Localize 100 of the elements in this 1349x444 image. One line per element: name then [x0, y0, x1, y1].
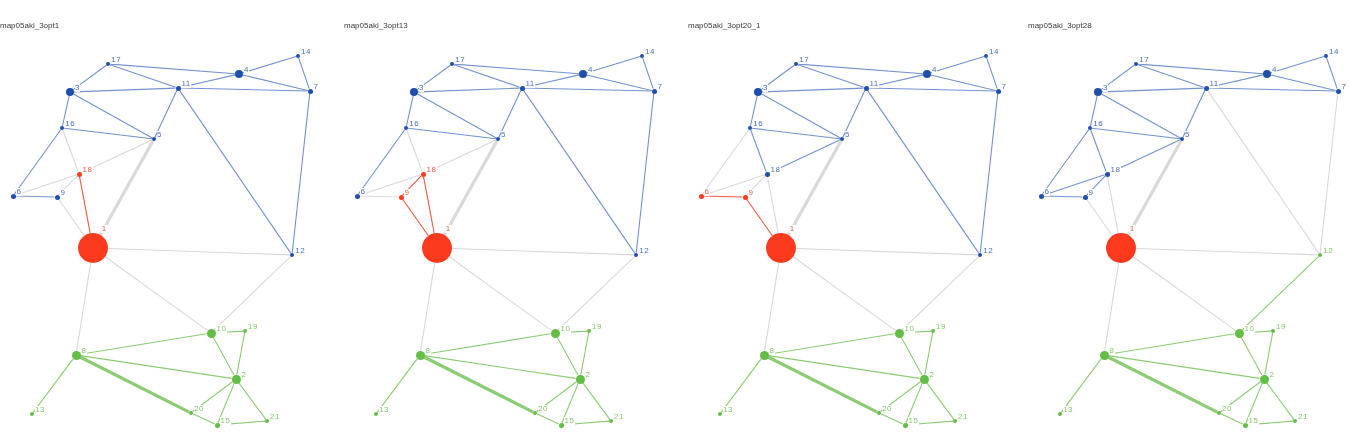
network-edge: [1270, 56, 1325, 74]
network-edge: [62, 129, 79, 173]
node-label: 18: [426, 165, 437, 174]
node-label: 16: [752, 119, 764, 128]
node-label: 2: [929, 370, 935, 379]
network-edge: [901, 255, 979, 331]
node-label: 3: [762, 83, 769, 92]
graph-node: [1335, 88, 1341, 94]
network-edge: [416, 64, 451, 91]
graph-node: [449, 61, 455, 67]
graph-node: [1038, 193, 1044, 199]
graph-node: [422, 233, 452, 263]
node-label: 21: [957, 412, 969, 421]
node-label: 19: [591, 322, 603, 331]
node-label: 8: [1109, 346, 1115, 355]
graph-node: [1106, 233, 1136, 263]
network-edge: [720, 358, 762, 413]
graph-node: [78, 233, 108, 263]
network-edge: [154, 89, 178, 138]
network-edge: [109, 64, 177, 88]
network-edge: [420, 262, 436, 352]
graph-node: [919, 374, 929, 384]
network-edge: [1101, 87, 1205, 93]
graph-node: [1099, 350, 1109, 360]
graph-node: [840, 137, 844, 141]
network-edge: [1270, 74, 1337, 91]
network-edge: [900, 336, 923, 376]
network-edge: [1106, 175, 1119, 234]
network-edge: [760, 64, 795, 91]
network-edge: [73, 87, 177, 93]
network-edge: [405, 95, 414, 127]
node-label: 15: [564, 416, 575, 425]
graph-node: [558, 422, 564, 428]
graph-node: [575, 374, 585, 384]
graph-node: [1324, 54, 1328, 58]
network-edge: [751, 127, 841, 140]
network-edge: [924, 332, 934, 376]
node-label: 15: [220, 416, 231, 425]
network-edge: [401, 198, 429, 237]
network-edge: [1137, 63, 1264, 75]
network-edge: [1132, 256, 1236, 331]
network-edge: [1086, 175, 1106, 196]
graph-node: [289, 252, 295, 258]
node-label: 14: [644, 47, 656, 56]
node-label: 13: [34, 405, 46, 414]
node-label: 10: [1244, 324, 1255, 333]
network-edge: [72, 93, 153, 139]
network-edge: [213, 255, 291, 331]
graph-node: [863, 85, 869, 91]
network-edge: [749, 95, 758, 127]
network-edge: [453, 64, 521, 88]
graph-node: [587, 329, 591, 333]
node-label: 13: [1062, 405, 1074, 414]
network-edge: [1041, 129, 1090, 195]
graph-node: [206, 328, 216, 338]
node-label: 12: [294, 246, 306, 255]
graph-node: [902, 422, 908, 428]
graph-node: [1271, 329, 1275, 333]
network-edge: [238, 382, 267, 420]
node-label: 20: [193, 404, 205, 413]
node-label: 3: [74, 83, 81, 92]
network-edge: [986, 57, 998, 90]
network-edge: [979, 92, 999, 254]
graph-node: [742, 194, 748, 200]
network-edge: [1107, 355, 1261, 379]
node-label: 4: [931, 65, 938, 74]
graph-node: [265, 419, 269, 423]
network-edge: [1207, 87, 1337, 92]
network-edge: [842, 89, 866, 138]
graph-node: [1082, 194, 1088, 200]
graph-node: [71, 350, 81, 360]
node-label: 10: [560, 324, 571, 333]
network-edge: [767, 355, 921, 379]
node-label: 21: [613, 412, 625, 421]
network-edge: [291, 92, 311, 254]
node-label: 13: [722, 405, 734, 414]
network-edge: [498, 89, 522, 138]
network-edge: [1137, 64, 1205, 88]
graph-node: [718, 412, 722, 416]
node-label: 9: [404, 188, 410, 197]
graph-node: [754, 88, 762, 96]
graph-node: [759, 350, 769, 360]
graph-node: [496, 137, 500, 141]
network-edge: [1104, 262, 1120, 352]
graph-node: [1259, 374, 1269, 384]
node-label: 2: [241, 370, 247, 379]
network-edge: [98, 139, 155, 236]
network-edge: [1206, 89, 1320, 254]
network-edge: [79, 355, 233, 379]
network-edge: [242, 56, 297, 74]
network-edge: [58, 175, 78, 196]
graph-node: [747, 125, 753, 131]
network-edge: [1090, 129, 1107, 173]
network-edge: [376, 358, 418, 413]
node-label: 19: [247, 322, 259, 331]
network-edge: [930, 56, 985, 74]
network-edge: [32, 358, 74, 413]
node-label: 5: [500, 130, 507, 139]
node-label: 5: [1184, 130, 1191, 139]
node-label: 4: [587, 65, 594, 74]
